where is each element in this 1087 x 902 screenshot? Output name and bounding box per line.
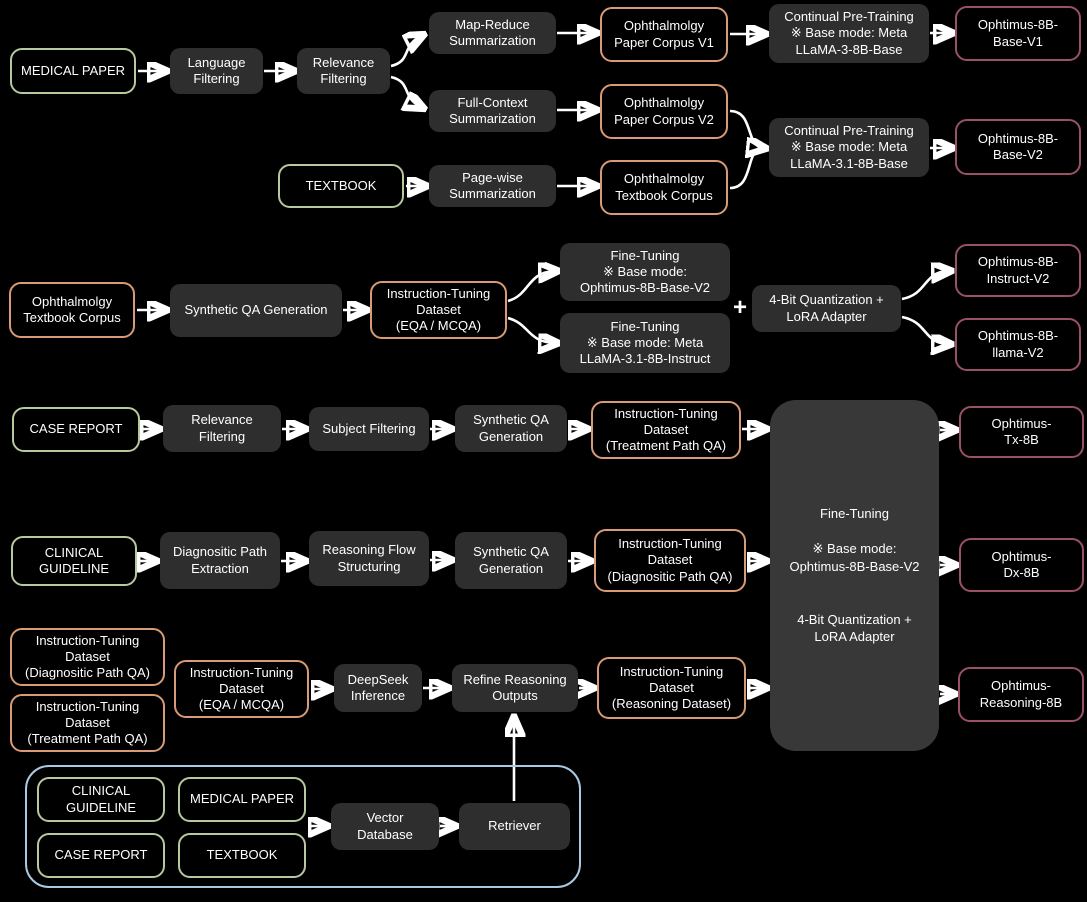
node-ophtimus-8b-base-v1: Ophtimus-8B- Base-V1 [955,6,1081,61]
node-diagnositic-path-extraction: Diagnositic Path Extraction [160,532,280,589]
node-relevance-filtering-3: Relevance Filtering [163,405,281,452]
plus-sign: + [733,294,748,321]
node-fine-tuning-meta: Fine-Tuning ※ Base mode: Meta LLaMA-3.1-… [560,313,730,373]
node-continual-pretraining-v2: Continual Pre-Training ※ Base mode: Meta… [769,118,929,177]
node-textbook: TEXTBOOK [278,164,404,208]
node-case-report: CASE REPORT [12,407,140,452]
node-reasoning-flow-structuring: Reasoning Flow Structuring [309,531,429,586]
node-ophtimus-8b-llama-v2: Ophtimus-8B- llama-V2 [955,318,1081,371]
node-synthetic-qa-generation-1: Synthetic QA Generation [170,284,342,337]
rag-medical-paper: MEDICAL PAPER [178,777,306,822]
node-ophtimus-dx-8b: Ophtimus- Dx-8B [959,538,1084,592]
node-itd-treatment-1: Instruction-Tuning Dataset (Treatment Pa… [591,401,741,459]
node-finetune-quant-block: Fine-Tuning ※ Base mode: Ophtimus-8B-Bas… [770,400,939,751]
node-map-reduce-summarization: Map-Reduce Summarization [429,12,556,54]
node-paper-corpus-v2: Ophthalmolgy Paper Corpus V2 [600,84,728,139]
node-clinical-guideline: CLINICAL GUIDELINE [11,536,137,586]
node-ophtimus-tx-8b: Ophtimus- Tx-8B [959,406,1084,458]
node-ophtimus-8b-base-v2: Ophtimus-8B- Base-V2 [955,119,1081,175]
node-textbook-corpus-2: Ophthalmolgy Textbook Corpus [9,282,135,338]
node-relevance-filtering: Relevance Filtering [297,48,390,94]
node-continual-pretraining-v1: Continual Pre-Training ※ Base mode: Meta… [769,4,929,63]
node-retriever: Retriever [459,803,570,850]
node-textbook-corpus: Ophthalmolgy Textbook Corpus [600,160,728,215]
node-itd-treatment-2: Instruction-Tuning Dataset (Treatment Pa… [10,694,165,752]
node-ophtimus-8b-instruct-v2: Ophtimus-8B- Instruct-V2 [955,244,1081,297]
node-deepseek-inference: DeepSeek Inference [334,664,422,712]
node-subject-filtering: Subject Filtering [309,407,429,451]
rag-case-report: CASE REPORT [37,833,165,878]
node-full-context-summarization: Full-Context Summarization [429,90,556,132]
node-page-wise-summarization: Page-wise Summarization [429,165,556,207]
node-itd-eqa-mcqa-1: Instruction-Tuning Dataset (EQA / MCQA) [370,281,507,339]
rag-clinical-guideline: CLINICAL GUIDELINE [37,777,165,822]
node-medical-paper: MEDICAL PAPER [10,48,136,94]
node-itd-reasoning: Instruction-Tuning Dataset (Reasoning Da… [597,657,746,719]
node-language-filtering: Language Filtering [170,48,263,94]
rag-container [25,765,581,888]
rag-textbook: TEXTBOOK [178,833,306,878]
node-paper-corpus-v1: Ophthalmolgy Paper Corpus V1 [600,7,728,62]
node-vector-database: Vector Database [331,803,439,850]
node-synthetic-qa-generation-4: Synthetic QA Generation [455,532,567,589]
node-fine-tuning-ophtimus: Fine-Tuning ※ Base mode: Ophtimus-8B-Bas… [560,243,730,301]
node-quant-lora: 4-Bit Quantization + LoRA Adapter [752,285,901,332]
node-refine-reasoning-outputs: Refine Reasoning Outputs [452,664,578,712]
node-itd-eqa-mcqa-2: Instruction-Tuning Dataset (EQA / MCQA) [174,660,309,718]
node-itd-diagnositic-2: Instruction-Tuning Dataset (Diagnositic … [10,628,165,686]
node-synthetic-qa-generation-3: Synthetic QA Generation [455,405,567,452]
node-itd-diagnositic-1: Instruction-Tuning Dataset (Diagnositic … [594,529,746,592]
node-ophtimus-reasoning-8b: Ophtimus- Reasoning-8B [958,667,1084,722]
